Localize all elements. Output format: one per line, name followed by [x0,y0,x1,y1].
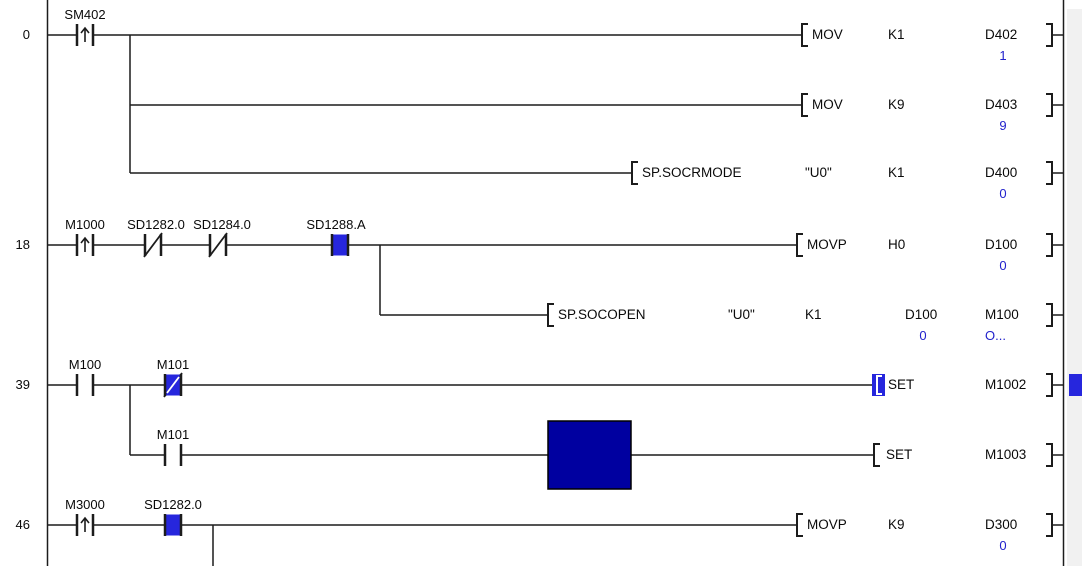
instruction-op[interactable]: MOV [812,27,843,42]
contact-m100-icon[interactable] [75,374,95,396]
instruction-brackets-socopen[interactable] [547,303,1053,327]
monitor-value: 0 [919,328,927,343]
instruction-brackets-movp-k9[interactable] [796,513,1053,537]
device-label[interactable]: SM402 [64,7,106,22]
instruction-brackets-movp-h0[interactable] [796,233,1053,257]
contact-m1000-pulse-icon[interactable] [75,234,95,256]
instruction-brackets-socrmode[interactable] [631,161,1053,185]
monitor-value: 1 [999,48,1007,63]
scrollbar-top-corner [1067,0,1082,9]
rung-number: 18 [15,237,30,252]
instruction-arg[interactable]: D403 [985,97,1018,112]
rung-18-wires [48,244,1063,316]
instruction-arg[interactable]: K1 [888,165,905,180]
monitor-value: 0 [999,186,1007,201]
device-label[interactable]: SD1282.0 [127,217,185,232]
edit-cursor-cell [547,420,632,490]
device-label[interactable]: M3000 [65,497,105,512]
instruction-arg[interactable]: K9 [888,517,905,532]
rung-39 [48,372,1082,490]
instruction-arg[interactable]: K9 [888,97,905,112]
rung-0 [48,23,1063,185]
rung-46 [48,513,1063,566]
rung-number: 46 [15,517,30,532]
vertical-scrollbar[interactable] [1067,0,1082,566]
instruction-op[interactable]: SP.SOCOPEN [558,307,646,322]
monitor-value: 9 [999,118,1007,133]
rung-18 [48,232,1063,327]
device-label[interactable]: M101 [156,427,190,442]
device-label[interactable]: M1000 [65,217,105,232]
contact-sd1282-0-nc-icon[interactable] [143,232,163,258]
instruction-bracket-set-m1002-right[interactable] [1046,373,1053,397]
instruction-brackets-set-m1003[interactable] [873,443,1053,467]
contact-sd1282-0-on-icon[interactable] [163,514,183,536]
instruction-op[interactable]: MOV [812,97,843,112]
device-label[interactable]: SD1288.A [306,217,366,232]
instruction-arg[interactable]: K1 [888,27,905,42]
instruction-brackets-mov-k1[interactable] [801,23,1053,47]
instruction-arg[interactable]: M1003 [985,447,1027,462]
instruction-arg[interactable]: "U0" [728,307,755,322]
instruction-op[interactable]: MOVP [807,237,847,252]
instruction-arg[interactable]: D100 [985,237,1018,252]
contact-sd1284-0-nc-icon[interactable] [208,232,228,258]
contact-sd1288-a-on-icon[interactable] [330,234,350,256]
rung-0-wires [48,34,1063,174]
device-label[interactable]: SD1284.0 [193,217,251,232]
rung-39-wires [48,384,1063,456]
instruction-arg[interactable]: D100 [905,307,938,322]
monitor-value: 0 [999,538,1007,553]
instruction-arg[interactable]: M1002 [985,377,1027,392]
instruction-arg[interactable]: D400 [985,165,1018,180]
instruction-arg[interactable]: D402 [985,27,1018,42]
rung-46-wires [48,524,1063,566]
contact-sm402-pulse-icon[interactable] [75,24,95,46]
contact-m3000-pulse-icon[interactable] [75,514,95,536]
contact-m101-nc-on-icon[interactable] [163,372,183,398]
right-rail-highlight [1069,374,1082,396]
device-label[interactable]: SD1282.0 [144,497,202,512]
monitor-value: 0 [999,258,1007,273]
power-rails [46,0,1065,566]
instruction-arg[interactable]: M100 [985,307,1019,322]
rung-number: 0 [22,27,30,42]
monitor-value: O... [985,328,1006,343]
instruction-arg[interactable]: D300 [985,517,1018,532]
instruction-arg[interactable]: "U0" [805,165,832,180]
device-label[interactable]: M100 [68,357,102,372]
instruction-op[interactable]: SP.SOCRMODE [642,165,742,180]
instruction-brackets-mov-k9[interactable] [801,93,1053,117]
instruction-op[interactable]: MOVP [807,517,847,532]
device-label[interactable]: M101 [156,357,190,372]
rung-number: 39 [15,377,30,392]
set-bracket-highlight [872,374,885,396]
instruction-arg[interactable]: K1 [805,307,822,322]
instruction-arg[interactable]: H0 [888,237,906,252]
contact-m101-icon[interactable] [163,444,183,466]
instruction-op[interactable]: SET [888,377,915,392]
instruction-op[interactable]: SET [886,447,913,462]
